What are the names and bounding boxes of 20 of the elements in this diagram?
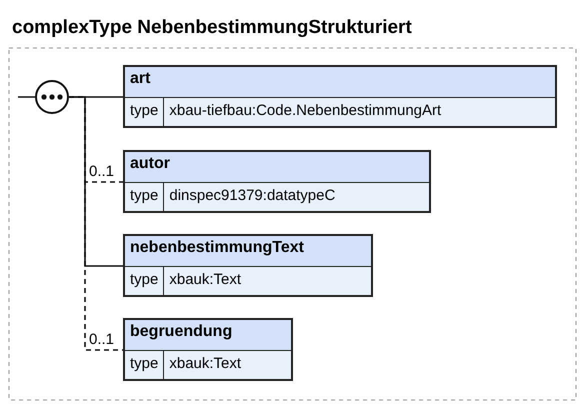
element-name: begruendung (125, 320, 291, 351)
type-value-cell-text: xbau-tiefbau:Code.NebenbestimmungArt (168, 101, 442, 121)
element-box (123, 65, 557, 128)
element-name: nebenbestimmungText (125, 236, 371, 267)
element-box (123, 150, 431, 213)
element-box (123, 318, 293, 381)
connector (18, 96, 35, 98)
element-name: autor (125, 152, 429, 183)
attribute-key-cell: type (125, 267, 164, 295)
attribute-key-cell: type (125, 183, 164, 211)
diagram-title: complexType NebenbestimmungStrukturiert (12, 17, 412, 39)
attribute-key-cell: type (125, 351, 164, 379)
type-value-cell-text: xbauk:Text (168, 270, 242, 290)
attribute-key-cell: type (125, 98, 164, 126)
connector (69, 96, 123, 267)
element-name: art (125, 67, 555, 98)
type-value-cell-text: dinspec91379:datatypeC (168, 186, 336, 206)
sequence-compositor-icon (35, 80, 69, 114)
type-value-cell-text: xbauk:Text (168, 354, 242, 374)
element-box (123, 234, 373, 297)
